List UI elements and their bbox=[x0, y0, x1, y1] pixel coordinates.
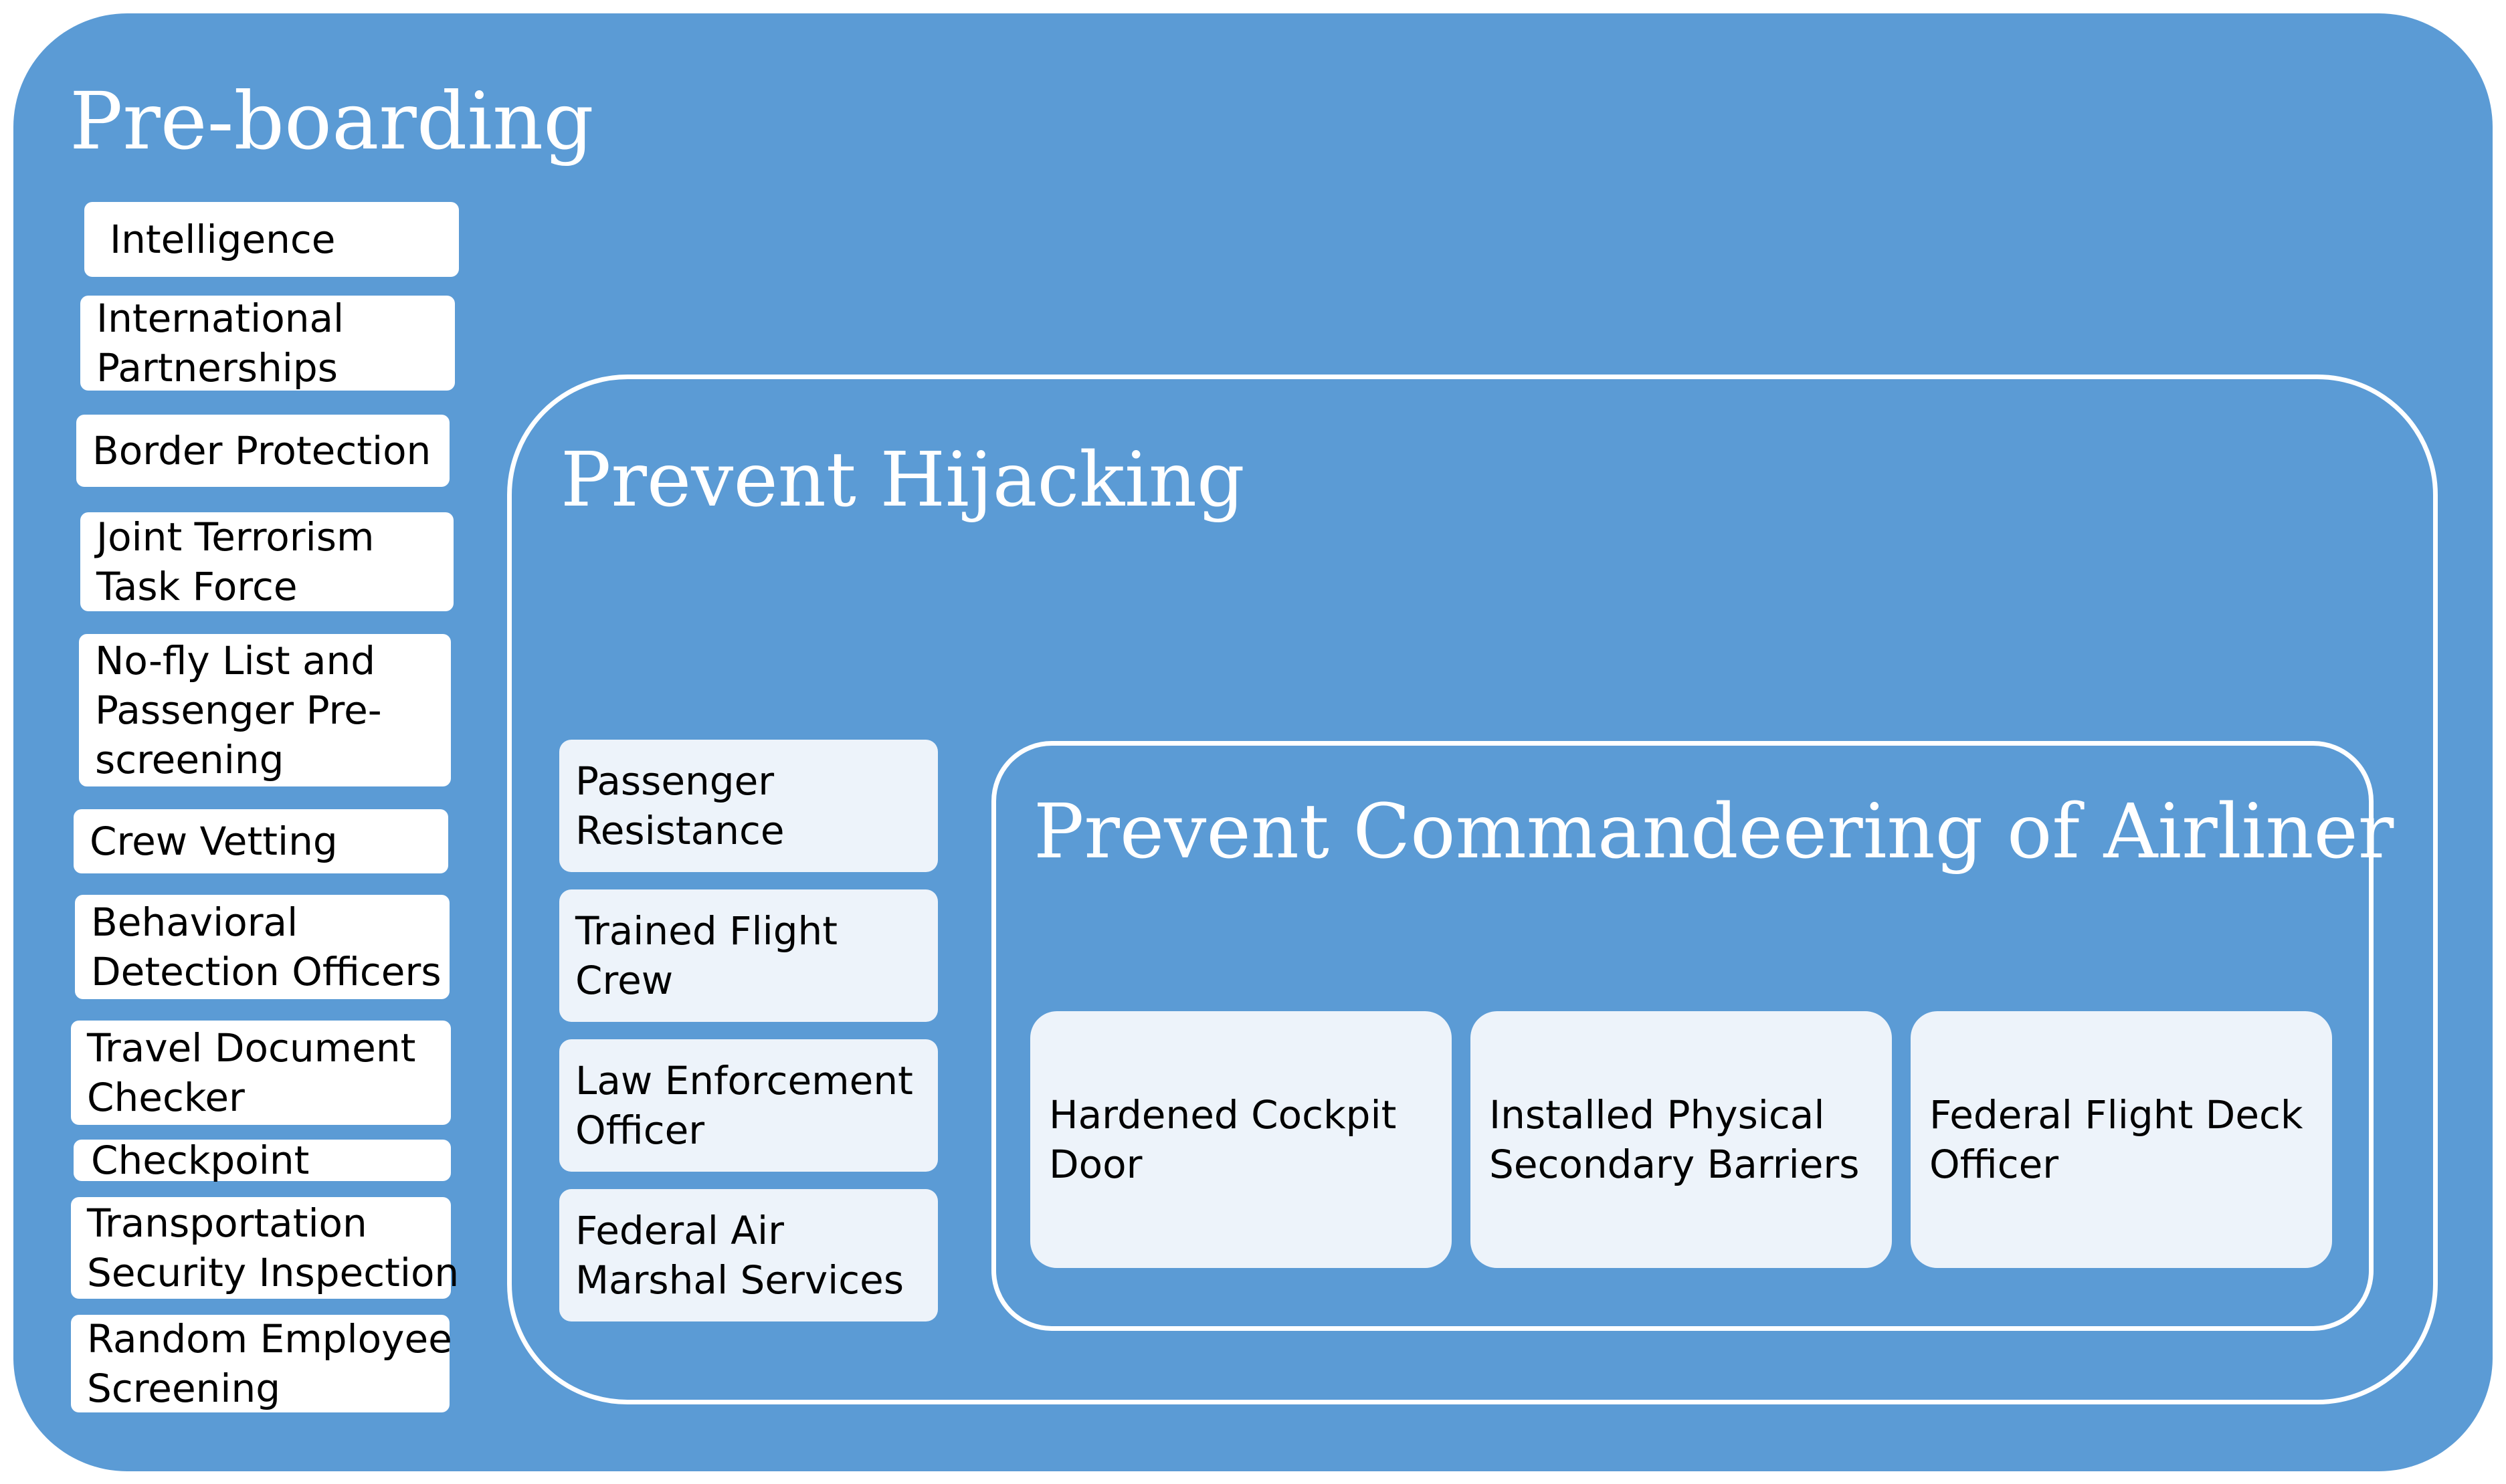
prevent-commandeering-title: Prevent Commandeering of Airliner bbox=[1034, 788, 2394, 875]
prevent-commandeering-container bbox=[991, 741, 2374, 1331]
preboarding-title: Pre-boarding bbox=[70, 75, 594, 167]
preboarding-item-checkpoint: Checkpoint bbox=[74, 1138, 451, 1183]
preboarding-item-intelligence: Intelligence bbox=[84, 202, 459, 277]
prevent-hijacking-title: Prevent Hijacking bbox=[561, 437, 1245, 524]
preboarding-item-border-protection: Border Protection bbox=[76, 415, 450, 487]
preboarding-item-crew-vetting: Crew Vetting bbox=[74, 809, 448, 873]
prevent-hijacking-container bbox=[507, 375, 2438, 1404]
